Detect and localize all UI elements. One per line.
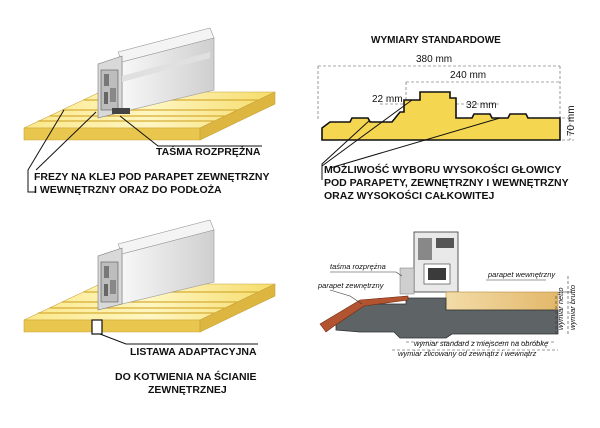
dimension-lines	[317, 65, 574, 141]
illustration-top-right: WYMIARY STANDARDOWE 380 mm 240 mm 22 mm …	[317, 35, 577, 202]
leader-lines-bottom-right	[329, 271, 546, 305]
wooden-board-front	[23, 127, 201, 141]
illustration-top-left: TAŚMA ROZPRĘŻNA FREZY NA KLEJ POD PARAPE…	[23, 27, 276, 196]
label-glue-grooves-line1: FREZY NA KLEJ POD PARAPET ZEWNĘTRZNY	[34, 171, 270, 183]
label-glue-grooves-line2: I WEWNĘTRZNY ORAZ DO PODŁOŻA	[34, 183, 222, 196]
label-section-tape: taśma rozprężna	[330, 262, 386, 271]
window-frame-profile	[97, 27, 215, 119]
dim-height: 70 mm	[566, 105, 577, 136]
dim-inner-width: 240 mm	[450, 70, 486, 81]
label-gross-height: wymiar brutto	[568, 285, 577, 330]
label-flush-width: wymiar zlicowany od zewnątrz i wewnątrz	[398, 349, 537, 358]
illustration-bottom-right: taśma rozprężna parapet zewnętrzny parap…	[317, 231, 577, 358]
adaptation-strip	[91, 319, 103, 335]
dim-step-left: 22 mm	[372, 94, 403, 105]
label-net-height: wymiar netto	[556, 287, 565, 330]
expansion-tape-section	[399, 267, 415, 295]
outer-parapet	[319, 295, 409, 333]
note-head-height-line3: ORAZ WYSOKOŚCI CAŁKOWITEJ	[324, 189, 494, 202]
note-head-height-line1: MOŻLIWOŚĆ WYBORU WYSOKOŚCI GŁOWICY	[324, 163, 561, 176]
label-anchor-line1: DO KOTWIENIA NA ŚCIANIE	[115, 370, 257, 383]
profile-cross-section	[321, 91, 561, 141]
leader-lines-bottom-left	[99, 333, 258, 345]
inner-parapet	[445, 291, 559, 311]
wooden-board-front	[23, 319, 201, 333]
section-dimension-lines	[392, 276, 572, 351]
label-anchor-line2: ZEWNĘTRZNEJ	[148, 384, 227, 396]
illustration-bottom-left: LISTAWA ADAPTACYJNA DO KOTWIENIA NA ŚCIA…	[23, 219, 276, 396]
leader-lines-top-right	[321, 99, 501, 180]
window-frame-profile	[97, 219, 215, 311]
dim-total-width: 380 mm	[416, 54, 452, 65]
label-section-inner-sill: parapet wewnętrzny	[487, 270, 556, 279]
dim-step-right: 32 mm	[466, 100, 497, 111]
leader-lines-top-left	[27, 109, 262, 193]
wooden-board-side	[199, 283, 276, 333]
label-standard-width: wymiar standard z miejscem na obróbkę	[414, 339, 548, 348]
label-adaptation-strip: LISTAWA ADAPTACYJNA	[130, 346, 257, 358]
label-expansion-tape: TAŚMA ROZPRĘŻNA	[156, 145, 261, 158]
wooden-board-side	[199, 91, 276, 141]
window-frame-section	[413, 231, 459, 293]
title-standard-dimensions: WYMIARY STANDARDOWE	[371, 35, 501, 46]
label-section-outer-sill: parapet zewnętrzny	[317, 281, 385, 290]
note-head-height-line2: POD PARAPETY, ZEWNĘTRZNY I WEWNĘTRZNY	[324, 177, 569, 189]
expansion-tape	[112, 108, 130, 114]
